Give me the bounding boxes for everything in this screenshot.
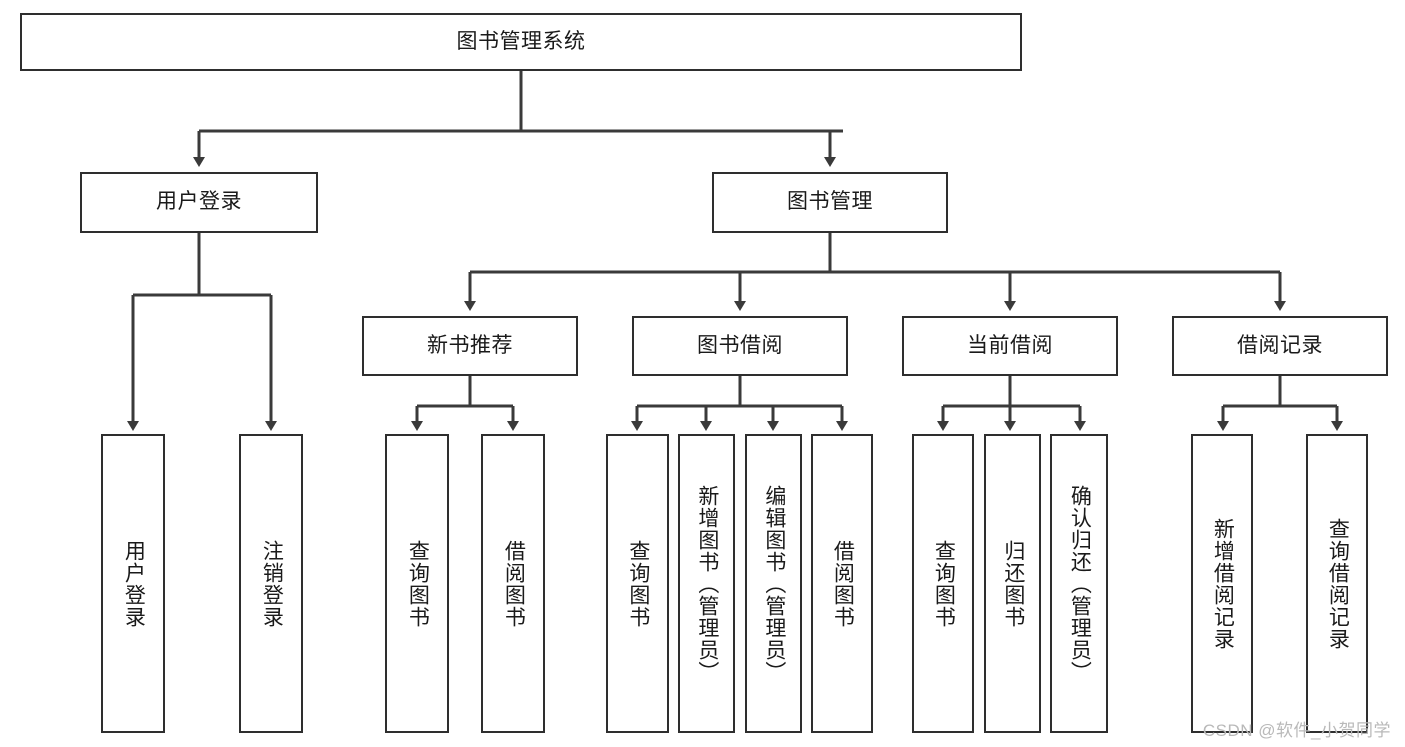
node-root-label: 图书管理系统	[456, 29, 586, 53]
node-new-book-recommend-label: 新书推荐	[427, 333, 513, 357]
node-leaf-return-book[interactable]: 归还图书	[984, 434, 1041, 733]
node-leaf-add-borrow-record-label: 新增借阅记录	[1211, 517, 1235, 650]
node-leaf-query-book-3-label: 查询图书	[932, 539, 956, 628]
node-leaf-user-login-label: 用户登录	[122, 539, 146, 628]
node-leaf-edit-book-admin[interactable]: 编辑图书（管理员）	[745, 434, 802, 733]
node-leaf-confirm-return-admin[interactable]: 确认归还（管理员）	[1050, 434, 1108, 733]
node-leaf-return-book-label: 归还图书	[1001, 539, 1025, 628]
node-book-borrow-label: 图书借阅	[697, 333, 783, 357]
node-user-login[interactable]: 用户登录	[80, 172, 318, 233]
node-leaf-query-book-1-label: 查询图书	[406, 539, 430, 628]
watermark: CSDN @软件_小贺同学	[1202, 721, 1391, 740]
node-book-borrow[interactable]: 图书借阅	[632, 316, 848, 376]
node-leaf-query-book-2[interactable]: 查询图书	[606, 434, 669, 733]
node-current-borrow[interactable]: 当前借阅	[902, 316, 1118, 376]
node-root[interactable]: 图书管理系统	[20, 13, 1022, 71]
node-new-book-recommend[interactable]: 新书推荐	[362, 316, 578, 376]
node-current-borrow-label: 当前借阅	[967, 333, 1053, 357]
node-leaf-query-book-3[interactable]: 查询图书	[912, 434, 974, 733]
node-borrow-record[interactable]: 借阅记录	[1172, 316, 1388, 376]
node-leaf-borrow-book-2[interactable]: 借阅图书	[811, 434, 873, 733]
node-book-manage-label: 图书管理	[787, 190, 873, 214]
node-user-login-label: 用户登录	[156, 190, 242, 214]
node-leaf-add-book-admin-label: 新增图书（管理员）	[695, 484, 719, 683]
node-leaf-logout-login-label: 注销登录	[260, 539, 284, 628]
node-leaf-query-borrow-record-label: 查询借阅记录	[1326, 517, 1350, 650]
node-leaf-confirm-return-admin-label: 确认归还（管理员）	[1068, 484, 1092, 683]
node-leaf-query-book-1[interactable]: 查询图书	[385, 434, 449, 733]
node-leaf-user-login[interactable]: 用户登录	[101, 434, 165, 733]
node-leaf-add-borrow-record[interactable]: 新增借阅记录	[1191, 434, 1253, 733]
node-leaf-query-book-2-label: 查询图书	[626, 539, 650, 628]
node-book-manage[interactable]: 图书管理	[712, 172, 948, 233]
node-leaf-logout-login[interactable]: 注销登录	[239, 434, 303, 733]
node-leaf-borrow-book-1-label: 借阅图书	[502, 539, 526, 628]
node-leaf-borrow-book-2-label: 借阅图书	[831, 539, 855, 628]
node-borrow-record-label: 借阅记录	[1237, 333, 1323, 357]
node-leaf-borrow-book-1[interactable]: 借阅图书	[481, 434, 545, 733]
node-leaf-add-book-admin[interactable]: 新增图书（管理员）	[678, 434, 735, 733]
node-leaf-query-borrow-record[interactable]: 查询借阅记录	[1306, 434, 1368, 733]
node-leaf-edit-book-admin-label: 编辑图书（管理员）	[762, 484, 786, 683]
